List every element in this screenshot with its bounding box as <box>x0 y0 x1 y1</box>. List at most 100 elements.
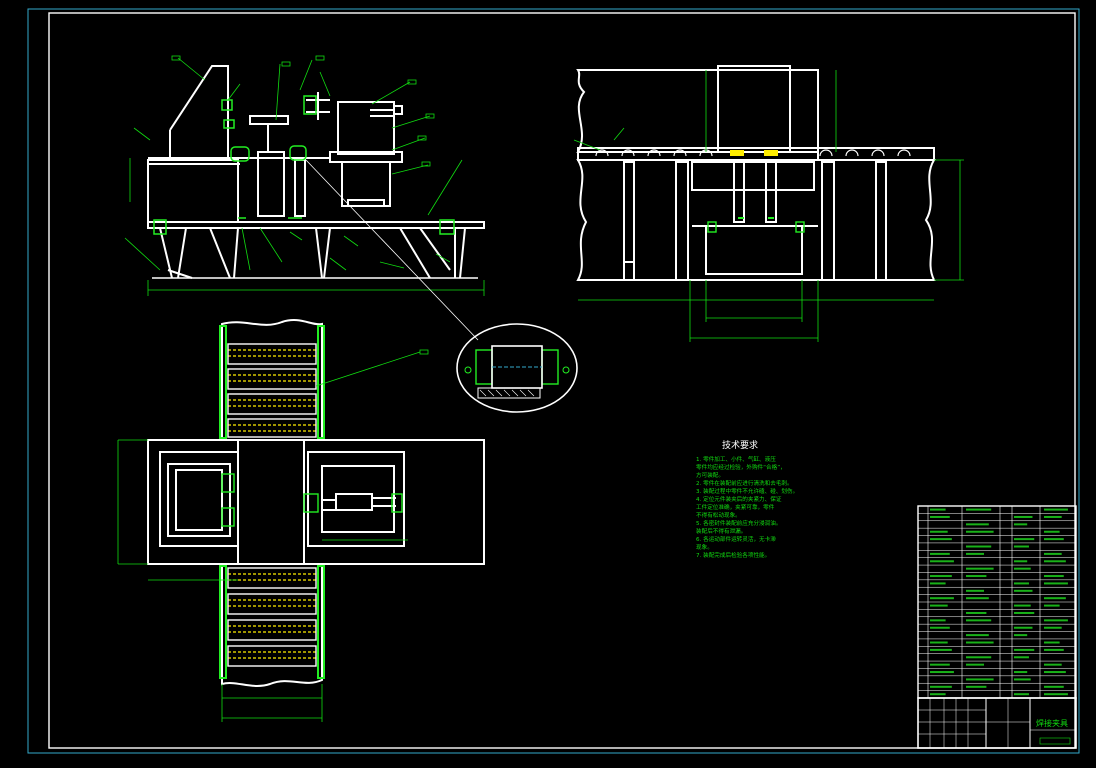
parts-cell-mark <box>966 678 994 681</box>
front-view-dimensions <box>124 55 485 296</box>
parts-cell-mark <box>966 508 992 511</box>
tech-req-line: 3. 装配过程中零件不允许磕、碰、划伤。 <box>696 487 798 495</box>
parts-cell-mark <box>930 508 946 511</box>
side-view-highlights <box>707 150 805 233</box>
tech-req-line: 现象。 <box>696 543 713 551</box>
parts-cell-mark <box>1014 693 1029 696</box>
parts-cell-mark <box>1014 582 1029 585</box>
parts-cell-mark <box>1014 560 1028 563</box>
parts-cell-mark <box>966 523 989 526</box>
tech-req-line: 零件均应经过检验，外购件“合格”， <box>696 463 786 471</box>
parts-cell-mark <box>930 552 950 555</box>
tech-req-line: 1. 零件加工、小件、气缸、液压 <box>696 455 776 463</box>
parts-cell-mark <box>1014 678 1031 681</box>
parts-cell-mark <box>966 575 987 578</box>
parts-cell-mark <box>1044 641 1060 644</box>
parts-cell-mark <box>1014 634 1028 637</box>
parts-cell-mark <box>966 634 989 637</box>
tech-req-line: 装配后不得有泄漏。 <box>696 527 746 535</box>
side-view <box>576 65 936 281</box>
parts-cell-mark <box>966 597 989 600</box>
parts-cell-mark <box>1044 604 1060 607</box>
parts-cell-mark <box>930 515 950 518</box>
parts-cell-mark <box>1014 523 1028 526</box>
tech-req-line: 2. 零件在装配前应进行清洗和去毛刺。 <box>696 479 793 487</box>
parts-cell-mark <box>1044 530 1060 533</box>
tech-req-line: 7. 装配完成后检验各项性能。 <box>696 551 770 559</box>
parts-cell-mark <box>1044 619 1068 622</box>
parts-cell-mark <box>930 619 946 622</box>
parts-cell-mark <box>1044 515 1062 518</box>
front-view-details <box>153 95 455 235</box>
parts-cell-mark <box>1014 538 1035 541</box>
parts-cell-mark <box>930 685 952 688</box>
top-view <box>147 319 485 687</box>
parts-cell-mark <box>1044 671 1066 674</box>
parts-cell-mark <box>1044 693 1068 696</box>
parts-cell-mark <box>1014 656 1029 659</box>
parts-cell-mark <box>1014 604 1031 607</box>
parts-cell-mark <box>930 604 948 607</box>
tech-req-line: 方可装配。 <box>696 471 724 479</box>
parts-cell-mark <box>930 560 954 563</box>
parts-cell-mark <box>1014 545 1029 548</box>
parts-cell-mark <box>930 538 952 541</box>
parts-cell-mark <box>966 685 987 688</box>
parts-cell-mark <box>966 552 984 555</box>
parts-cell-mark <box>1044 560 1066 563</box>
parts-cell-mark <box>966 567 994 570</box>
parts-cell-mark <box>1014 671 1028 674</box>
parts-cell-mark <box>1044 663 1062 666</box>
parts-cell-mark <box>1014 589 1033 592</box>
parts-cell-mark <box>930 597 954 600</box>
parts-cell-mark <box>930 663 950 666</box>
technical-requirements: 技术要求 1. 零件加工、小件、气缸、液压 零件均应经过检验，外购件“合格”， … <box>696 439 798 559</box>
parts-cell-mark <box>930 641 948 644</box>
tech-req-line: 不得有松动现象。 <box>696 511 741 519</box>
parts-cell-mark <box>966 611 987 614</box>
parts-cell-mark <box>966 619 992 622</box>
parts-cell-mark <box>1044 508 1068 511</box>
parts-cell-mark <box>1044 685 1064 688</box>
parts-cell-mark <box>1044 597 1066 600</box>
parts-cell-mark <box>966 641 994 644</box>
parts-cell-mark <box>1014 515 1033 518</box>
tech-req-line: 工件定位准确，夹紧可靠，零件 <box>696 503 775 511</box>
parts-cell-mark <box>1044 626 1062 629</box>
detail-leader <box>305 159 479 341</box>
parts-cell-mark <box>1014 626 1033 629</box>
parts-cell-mark <box>1014 567 1031 570</box>
parts-cell-mark <box>930 626 950 629</box>
parts-cell-mark <box>1044 552 1062 555</box>
parts-cell-mark <box>966 530 994 533</box>
drawing-name: 焊接夹具 <box>1036 718 1068 728</box>
tech-req-title: 技术要求 <box>722 439 758 451</box>
parts-cell-mark <box>1014 648 1035 651</box>
top-view-dimensions <box>117 349 429 722</box>
parts-cell-mark <box>1044 575 1064 578</box>
tech-req-line: 4. 定位元件装夹后的夹紧力、保证 <box>696 495 782 503</box>
side-view-dimensions <box>573 70 964 342</box>
parts-cell-mark <box>930 582 946 585</box>
drawing-frame <box>27 8 1080 754</box>
parts-cell-mark <box>930 693 946 696</box>
parts-cell-mark <box>1044 538 1064 541</box>
title-block <box>917 697 1077 749</box>
parts-cell-mark <box>966 589 984 592</box>
parts-list <box>917 505 1077 699</box>
parts-cell-mark <box>930 530 948 533</box>
parts-cell-mark <box>930 671 954 674</box>
parts-cell-mark <box>966 663 984 666</box>
parts-cell-mark <box>930 648 952 651</box>
parts-cell-mark <box>966 545 992 548</box>
parts-cell-mark <box>966 656 992 659</box>
front-view <box>147 65 485 279</box>
parts-cell-mark <box>1044 582 1068 585</box>
parts-cell-mark <box>930 575 952 578</box>
detail-view <box>456 323 578 413</box>
tech-req-line: 5. 各密封件装配前应充分浸润油。 <box>696 519 781 527</box>
parts-cell-mark <box>1014 611 1035 614</box>
tech-req-line: 6. 各运动部件运转灵活，无卡滞 <box>696 535 776 543</box>
parts-cell-mark <box>1044 648 1064 651</box>
